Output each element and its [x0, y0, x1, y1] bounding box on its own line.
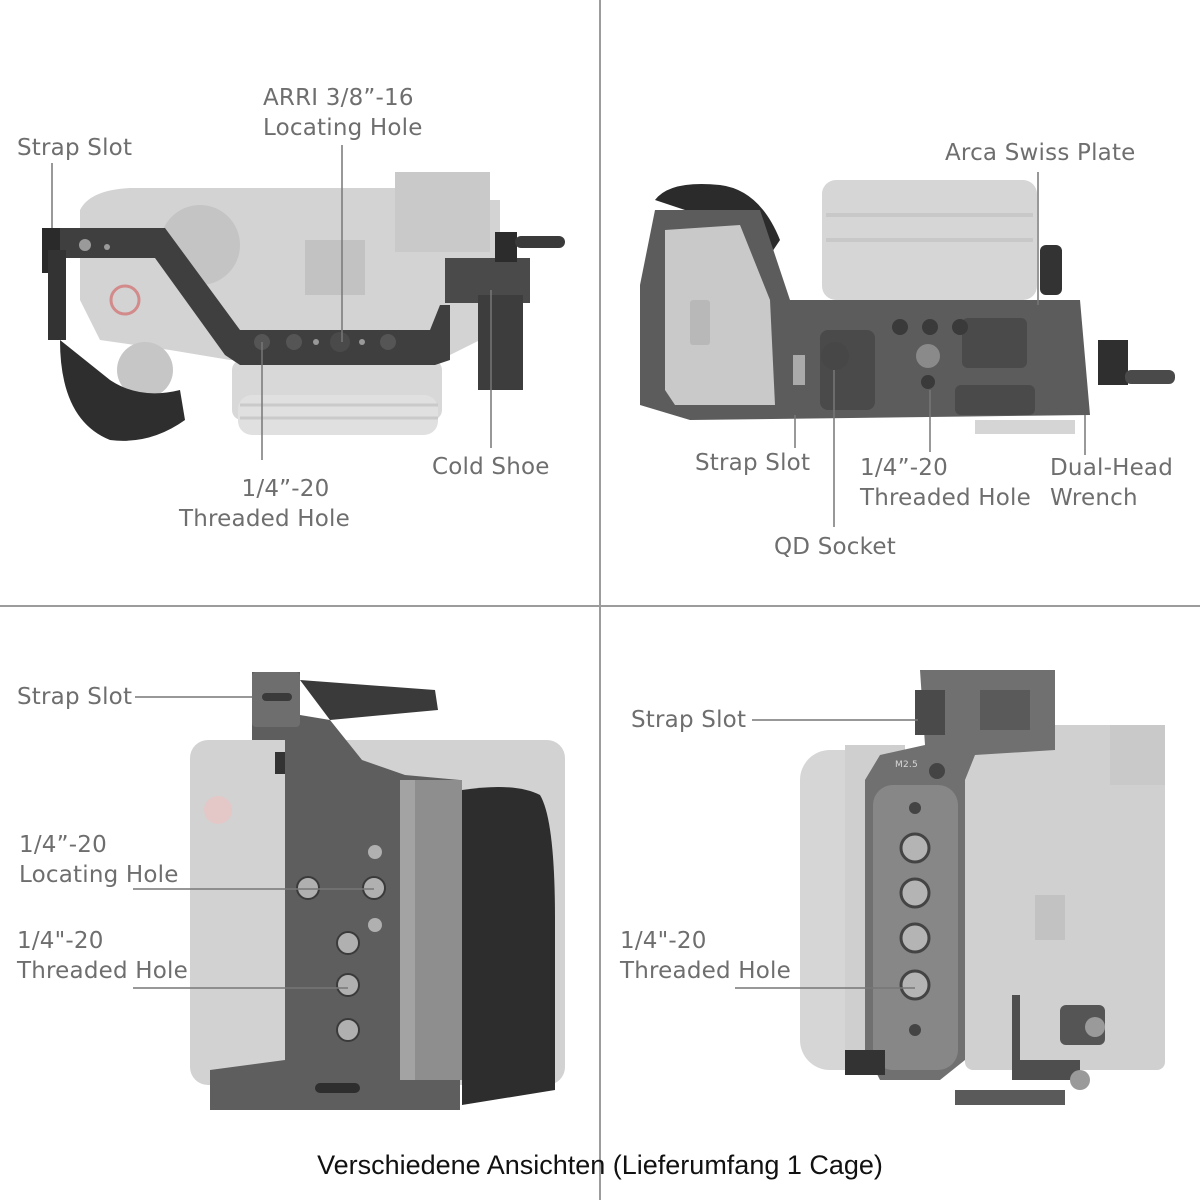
bl-strap-slot-label: Strap Slot [17, 684, 133, 710]
br-strap-slot-label: Strap Slot [631, 707, 747, 733]
tr-wrench-line1: Dual-Head [1050, 455, 1174, 481]
bl-locating-line1: 1/4”-20 [19, 832, 107, 858]
br-m25-marking: M2.5 [895, 760, 918, 770]
br-threaded-hole-label: 1/4"-20 Threaded Hole [620, 926, 791, 986]
tr-strap-slot-label: Strap Slot [695, 450, 811, 476]
grip-side-illustration [133, 672, 565, 1110]
tr-arca-swiss-plate-label: Arca Swiss Plate [945, 140, 1136, 166]
caption: Verschiedene Ansichten (Lieferumfang 1 C… [317, 1150, 883, 1180]
br-threaded-line2: Threaded Hole [620, 958, 791, 984]
br-threaded-line1: 1/4"-20 [620, 928, 707, 954]
tl-cold-shoe-label: Cold Shoe [432, 454, 550, 480]
tr-qd-socket-label: QD Socket [774, 534, 896, 560]
bl-locating-line2: Locating Hole [19, 862, 179, 888]
bl-threaded-line2: Threaded Hole [17, 958, 188, 984]
bl-threaded-line1: 1/4"-20 [17, 928, 104, 954]
tl-threaded-line2: Threaded Hole [179, 506, 350, 532]
tl-threaded-line1: 1/4”-20 [241, 476, 330, 502]
tl-arri-line1: ARRI 3/8”-16 [263, 85, 414, 111]
tr-threaded-hole-label: 1/4”-20 Threaded Hole [860, 453, 1031, 513]
bl-locating-hole-label: 1/4”-20 Locating Hole [19, 830, 179, 890]
bl-threaded-hole-label: 1/4"-20 Threaded Hole [17, 926, 188, 986]
tr-threaded-line2: Threaded Hole [860, 485, 1031, 511]
horizontal-divider [0, 605, 1200, 607]
tl-arri-locating-hole-label: ARRI 3/8”-16 Locating Hole [263, 83, 423, 143]
tl-threaded-hole-label: 1/4”-20 Threaded Hole [179, 474, 350, 534]
tl-strap-slot-label: Strap Slot [17, 135, 133, 161]
tr-threaded-line1: 1/4”-20 [860, 455, 948, 481]
tr-wrench-line2: Wrench [1050, 485, 1138, 511]
lens-side-illustration [735, 670, 1165, 1105]
tl-arri-line2: Locating Hole [263, 115, 423, 141]
tr-dual-head-wrench-label: Dual-Head Wrench [1050, 453, 1173, 513]
vertical-divider [599, 0, 601, 1200]
bottom-view-illustration [640, 172, 1175, 527]
top-view-illustration [42, 145, 565, 460]
